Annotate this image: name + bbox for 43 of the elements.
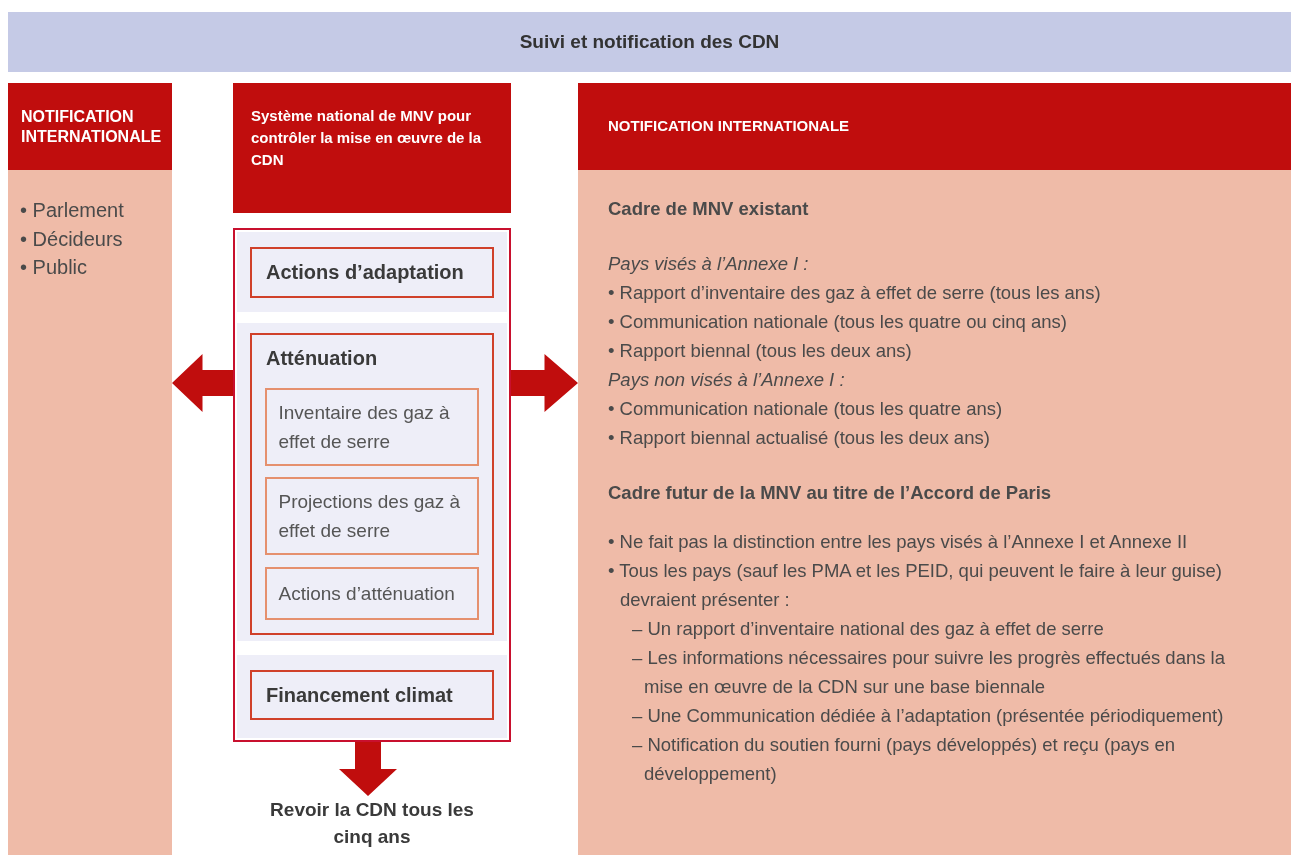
sub-component-label: Actions d’atténuation	[278, 581, 455, 606]
sub-component-box	[264, 387, 479, 466]
header-text: Système national de MNV pour contrôler la mise en œuvre de la CDN	[251, 107, 482, 168]
section-heading: Cadre de MNV existant	[608, 197, 810, 221]
framework-box	[233, 228, 511, 742]
panel-heading: NOTIFICATION INTERNATIONALE	[21, 106, 162, 147]
sub-component-box	[264, 476, 479, 555]
notification-panel	[8, 83, 172, 855]
block-arrow	[172, 354, 233, 412]
bullet-item: – Un rapport d’inventaire national des gaz à effet de serre	[631, 617, 1105, 641]
bullet-item: • Ne fait pas la distinction entre les pays visés à l’Annexe I et Annexe II	[608, 530, 1189, 554]
component-box	[250, 247, 494, 298]
bullet-item: • Communication nationale (tous les quatre ou cinq ans)	[608, 310, 1068, 334]
component-box	[250, 670, 494, 720]
component-label: Financement climat	[266, 683, 453, 707]
bullet-item: • Tous les pays (sauf les PMA et les PEID, qui peuvent le faire à leur guise) devraient présenter :	[608, 559, 1223, 612]
component-label: Actions d’adaptation	[266, 261, 464, 284]
sub-component-box	[264, 566, 479, 620]
bullet-item: – Les informations nécessaires pour suivre les progrès effectués dans la mise en œuvre de la CDN sur une base biennale	[631, 646, 1226, 699]
title-text: Suivi et notification des CDN	[519, 31, 780, 53]
bullet-item: • Décideurs	[20, 226, 124, 252]
subheading: Pays non visés à l’Annexe I :	[608, 368, 846, 392]
bullet-item: • Communication nationale (tous les quatre ans)	[608, 397, 1004, 421]
component-box	[250, 333, 494, 635]
bullet-item: – Une Communication dédiée à l’adaptation (présentée périodiquement)	[631, 704, 1225, 728]
bullet-item: • Rapport biennal actualisé (tous les deux ans)	[608, 426, 991, 450]
component-label: Atténuation	[266, 347, 378, 369]
title-band	[8, 12, 1291, 72]
review-label: Revoir la CDN tous les cinq ans	[270, 799, 474, 847]
subheading: Pays visés à l’Annexe I :	[608, 252, 810, 276]
bullet-item: • Public	[20, 255, 89, 280]
sub-component-label: Inventaire des gaz à effet de serre	[278, 400, 451, 454]
bullet-item: • Rapport d’inventaire des gaz à effet de serre (tous les ans)	[608, 281, 1102, 305]
sub-component-label: Projections des gaz à effet de serre	[278, 489, 462, 543]
bullet-item: • Parlement	[20, 198, 125, 223]
section-heading: Cadre futur de la MNV au titre de l’Accord de Paris	[608, 481, 1053, 505]
block-arrow	[511, 354, 578, 412]
panel-heading: NOTIFICATION INTERNATIONALE	[608, 117, 850, 136]
header-box	[233, 83, 511, 213]
notification-panel	[578, 83, 1291, 855]
bullet-item: – Notification du soutien fourni (pays développés) et reçu (pays en développement)	[631, 733, 1176, 786]
bullet-item: • Rapport biennal (tous les deux ans)	[608, 339, 913, 363]
block-arrow	[339, 742, 397, 796]
